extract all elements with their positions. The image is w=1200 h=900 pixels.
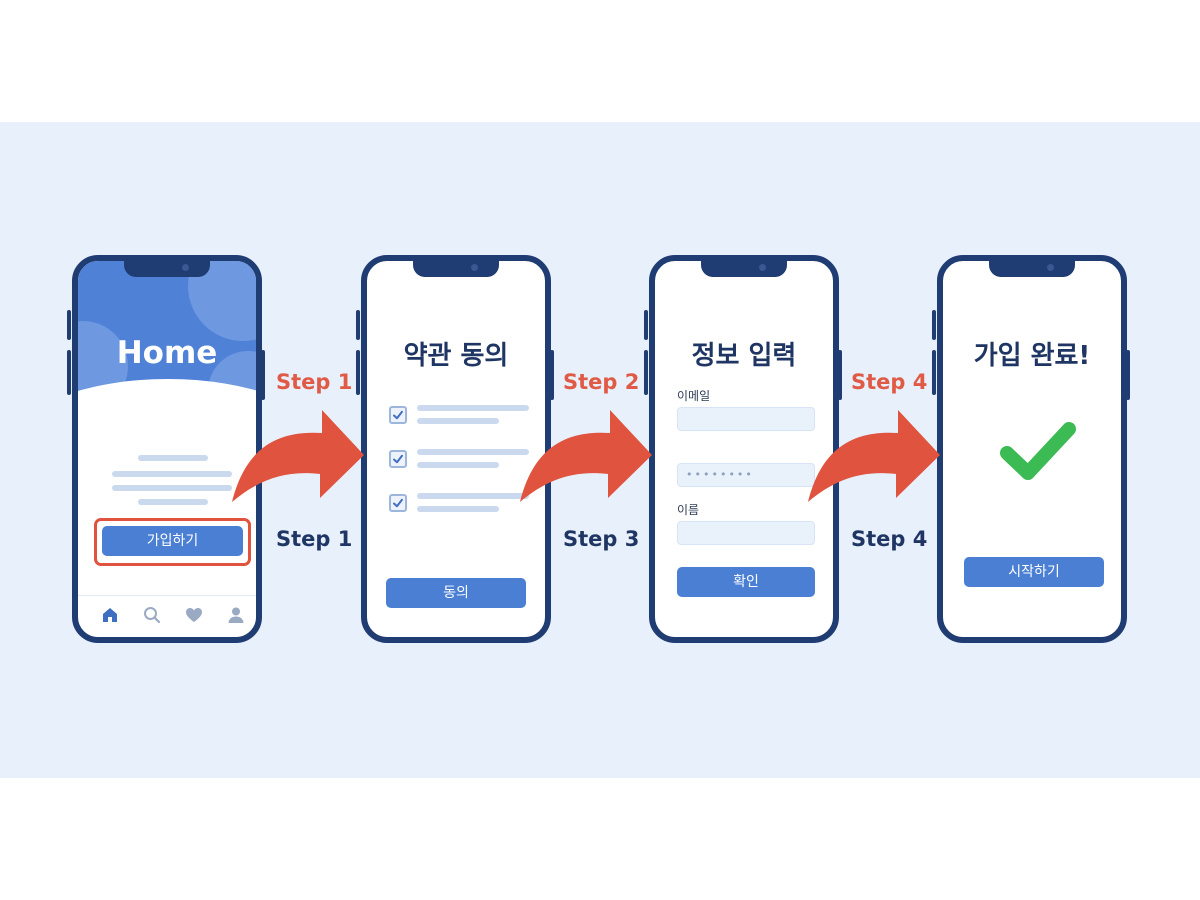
phone-side-button	[838, 350, 842, 400]
phone-terms: 약관 동의 동의	[361, 255, 551, 643]
agree-checkbox[interactable]	[389, 406, 407, 424]
text-placeholder-line	[138, 455, 208, 461]
step-label-top-1: Step 1	[276, 370, 353, 394]
step-label-bottom-2: Step 3	[563, 527, 640, 551]
text-placeholder-line	[138, 499, 208, 505]
step-label-top-2: Step 2	[563, 370, 640, 394]
phone-side-button	[261, 350, 265, 400]
done-title: 가입 완료!	[973, 341, 1091, 371]
user-icon[interactable]	[226, 605, 246, 625]
phone-side-button	[67, 310, 71, 340]
password-field[interactable]: ••••••••	[677, 463, 815, 487]
home-title: Home	[116, 335, 218, 371]
phone-side-button	[644, 350, 648, 395]
password-mask: ••••••••	[686, 468, 754, 481]
home-icon[interactable]	[100, 605, 120, 625]
bottom-nav-divider	[78, 595, 256, 596]
step-label-bottom-3: Step 4	[851, 527, 928, 551]
text-placeholder-line	[112, 471, 232, 477]
terms-title: 약관 동의	[403, 341, 509, 371]
name-label: 이름	[677, 503, 700, 517]
confirm-button[interactable]: 확인	[677, 567, 815, 597]
phone-side-button	[644, 310, 648, 340]
terms-text-line	[417, 506, 499, 512]
terms-text-line	[417, 405, 529, 411]
phone-notch	[701, 261, 787, 277]
text-placeholder-line	[112, 485, 232, 491]
signup-button[interactable]: 가입하기	[102, 526, 243, 556]
signup-highlight	[94, 518, 251, 566]
arrow-3-to-4	[808, 410, 940, 502]
name-field[interactable]	[677, 521, 815, 545]
phone-side-button	[932, 350, 936, 395]
step-label-top-3: Step 4	[851, 370, 928, 394]
start-button[interactable]: 시작하기	[964, 557, 1104, 587]
phone-side-button	[932, 310, 936, 340]
email-label: 이메일	[677, 389, 711, 403]
arrow-1-to-2	[232, 410, 364, 502]
terms-text-line	[417, 462, 499, 468]
info-title: 정보 입력	[691, 341, 797, 371]
phone-side-button	[1126, 350, 1130, 400]
terms-text-line	[417, 418, 499, 424]
search-icon[interactable]	[142, 605, 162, 625]
agree-checkbox[interactable]	[389, 494, 407, 512]
phone-notch	[989, 261, 1075, 277]
terms-text-line	[417, 493, 529, 499]
arrow-2-to-3	[520, 410, 652, 502]
email-field[interactable]	[677, 407, 815, 431]
phone-side-button	[550, 350, 554, 400]
phone-side-button	[67, 350, 71, 395]
phone-done: 가입 완료! 시작하기	[937, 255, 1127, 643]
agree-checkbox[interactable]	[389, 450, 407, 468]
heart-icon[interactable]	[184, 605, 204, 625]
phone-info: 정보 입력 이메일 •••••••• 이름 확인	[649, 255, 839, 643]
phone-notch	[413, 261, 499, 277]
check-icon	[1000, 422, 1076, 480]
phone-notch	[124, 261, 210, 277]
terms-text-line	[417, 449, 529, 455]
phone-side-button	[356, 310, 360, 340]
phone-side-button	[356, 350, 360, 395]
phone-home: Home 가입하기	[72, 255, 262, 643]
step-label-bottom-1: Step 1	[276, 527, 353, 551]
agree-button[interactable]: 동의	[386, 578, 526, 608]
